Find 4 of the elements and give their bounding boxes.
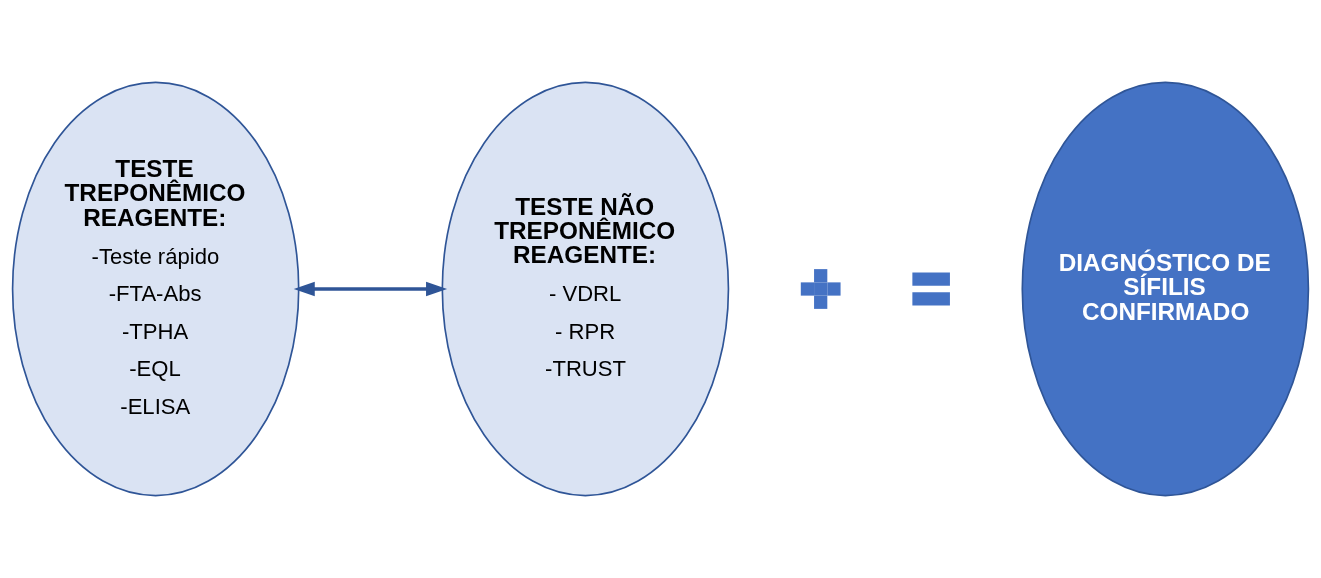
node-ellipse: TESTE NÃO TREPONÊMICO REAGENTE: - VDRL - RPR -TRUST: [441, 81, 730, 497]
node-ellipse: TESTE TREPONÊMICO REAGENTE: -Teste rápido -FTA-Abs -TPHA -EQL -ELISA: [11, 81, 300, 497]
arrow: [293, 281, 448, 297]
node-ellipse: DIAGNÓSTICO DE SÍFILIS CONFIRMADO: [1021, 81, 1310, 497]
